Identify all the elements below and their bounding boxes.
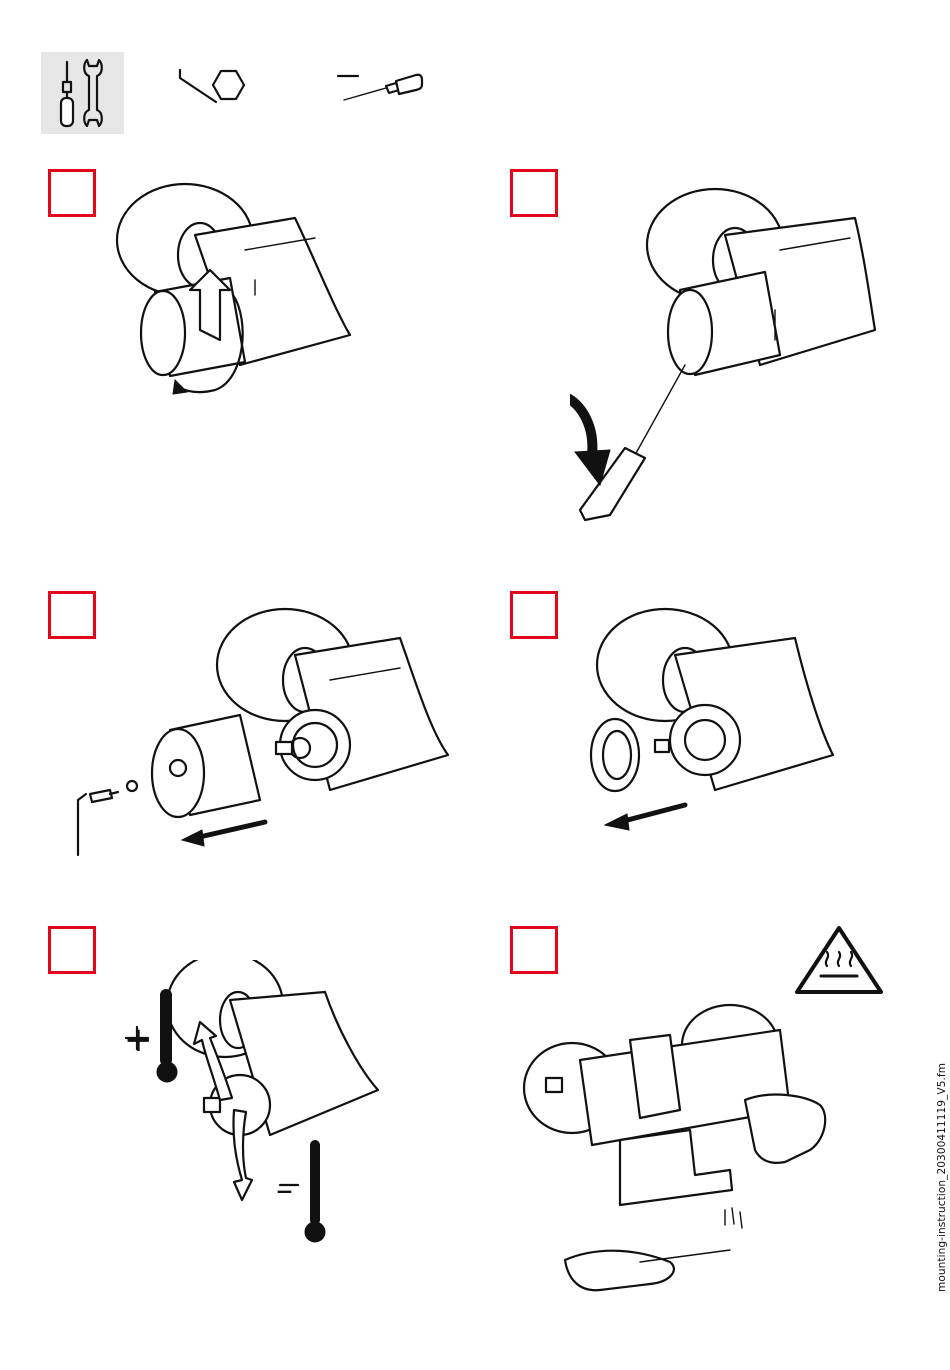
temperature-plus-label: + [124, 1020, 153, 1060]
step-5-illustration [120, 960, 390, 1264]
hot-surface-warning-icon [793, 924, 885, 1000]
flat-screwdriver-icon [336, 66, 426, 110]
step-4-illustration [585, 600, 855, 844]
document-filename: mounting-instruction_20300411119_V5.fm [936, 1063, 948, 1292]
step-1-box [48, 169, 96, 217]
step-6-illustration [520, 1000, 840, 1304]
temperature-minus-label: – [276, 1170, 293, 1210]
tools-symbol-icon [41, 52, 124, 134]
step-1-illustration [105, 180, 365, 414]
step-5-box [48, 926, 96, 974]
step-2-box [510, 169, 558, 217]
hex-key-icon [176, 66, 250, 110]
step-2-illustration [570, 180, 890, 529]
step-6-box [510, 926, 558, 974]
step-3-illustration [70, 600, 460, 864]
step-4-box [510, 591, 558, 639]
